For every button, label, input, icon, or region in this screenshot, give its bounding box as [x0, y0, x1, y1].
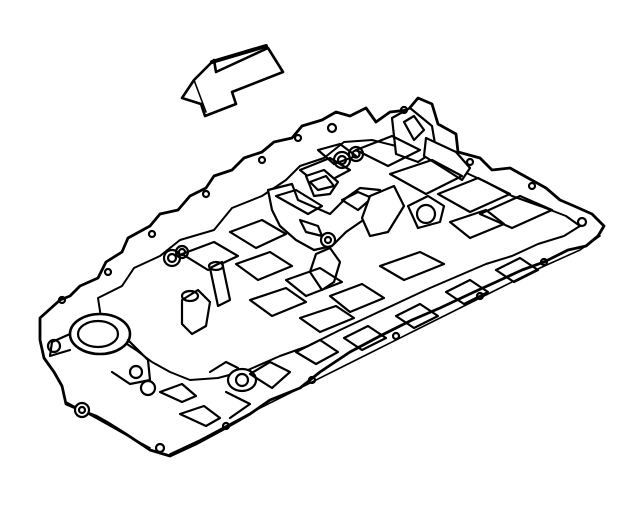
bolt-boss	[319, 231, 337, 249]
arrow-left-icon	[180, 44, 285, 118]
plenum-rim	[97, 139, 581, 381]
sensor-port	[226, 367, 258, 393]
manifold-outline	[38, 96, 606, 458]
bolt-boss	[332, 150, 352, 170]
bolt-boss	[347, 145, 365, 163]
vacuum-fitting	[208, 260, 232, 308]
